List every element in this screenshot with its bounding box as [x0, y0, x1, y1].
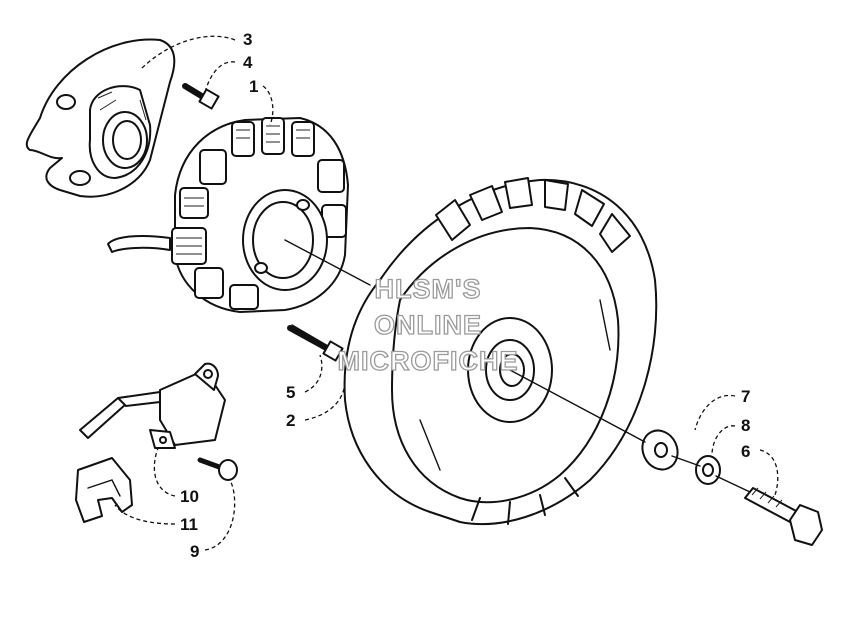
callout-8: 8 — [741, 416, 750, 435]
callout-1: 1 — [249, 77, 258, 96]
callout-labels: 3 4 1 5 2 7 8 6 10 11 9 — [180, 30, 750, 561]
washer-part — [641, 429, 679, 471]
ignition-coil-part — [79, 362, 226, 449]
watermark: HLSM'S ONLINE MICROFICHE — [337, 273, 519, 376]
screw-part-5 — [287, 324, 344, 362]
watermark-line-1: HLSM'S — [375, 274, 482, 304]
callout-2: 2 — [286, 411, 295, 430]
watermark-line-2: ONLINE — [374, 310, 482, 340]
watermark-line-3: MICROFICHE — [338, 346, 519, 376]
boot-cap-part — [75, 457, 133, 523]
flywheel-part — [343, 177, 658, 526]
callout-7: 7 — [741, 387, 750, 406]
callout-6: 6 — [741, 442, 750, 461]
screw-part-9 — [197, 457, 238, 481]
bolt-part — [744, 487, 823, 546]
callout-4: 4 — [243, 53, 253, 72]
callout-11: 11 — [180, 515, 198, 534]
callout-5: 5 — [286, 383, 295, 402]
callout-10: 10 — [180, 487, 199, 506]
callout-9: 9 — [190, 542, 199, 561]
callout-3: 3 — [243, 30, 252, 49]
lock-washer-part — [695, 455, 721, 485]
screw-part-4 — [182, 83, 220, 110]
backing-plate-part — [25, 38, 176, 198]
assembly-lines — [284, 239, 751, 493]
callout-leaders — [114, 35, 779, 551]
